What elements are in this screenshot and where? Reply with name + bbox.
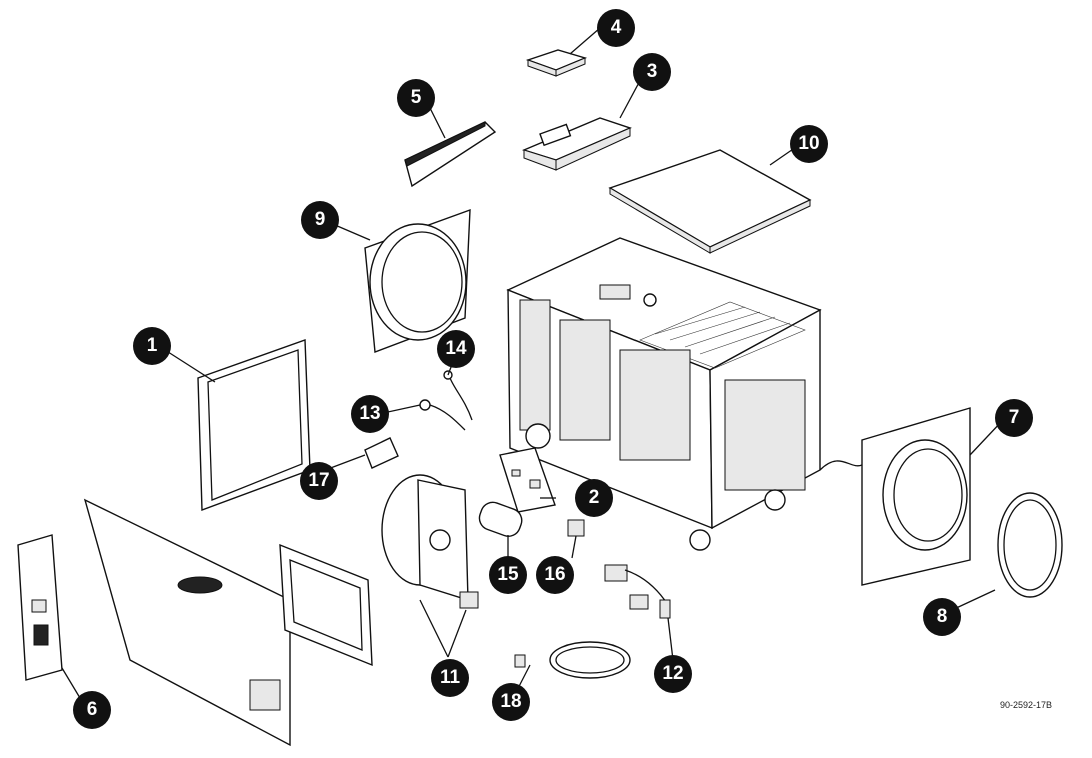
- callout-11: 11: [431, 659, 469, 697]
- part-relay: [567, 519, 585, 537]
- part-sensors: [419, 370, 473, 431]
- callout-4: 4: [597, 9, 635, 47]
- callout-15: 15: [489, 556, 527, 594]
- callout-9: 9: [301, 201, 339, 239]
- part-filter: [197, 339, 311, 511]
- part-main-cabinet: [506, 237, 822, 551]
- callout-1: 1: [133, 327, 171, 365]
- callout-8: 8: [923, 598, 961, 636]
- part-ring: [997, 492, 1063, 598]
- callout-5: 5: [397, 79, 435, 117]
- callout-18: 18: [492, 683, 530, 721]
- part-front-panel: [83, 498, 373, 747]
- part-filter-frame: [404, 121, 497, 188]
- part-small-cover: [525, 49, 588, 77]
- callout-10: 10: [790, 125, 828, 163]
- callout-14: 14: [437, 330, 475, 368]
- part-rear-collar: [819, 407, 971, 586]
- callout-16: 16: [536, 556, 574, 594]
- callout-12: 12: [654, 655, 692, 693]
- part-circuit-board: [499, 447, 556, 513]
- part-capacitor: [478, 501, 523, 537]
- part-top-cover: [608, 149, 812, 254]
- callout-7: 7: [995, 399, 1033, 437]
- part-drain-hose: [514, 641, 631, 679]
- callout-6: 6: [73, 691, 111, 729]
- part-bracket: [364, 437, 399, 469]
- document-id: 90-2592-17B: [1000, 700, 1053, 710]
- callout-13: 13: [351, 395, 389, 433]
- callout-17: 17: [300, 462, 338, 500]
- part-duct-collar: [364, 208, 471, 353]
- part-control-housing: [521, 117, 632, 171]
- part-control-panel: [17, 534, 63, 681]
- part-wiring: [604, 564, 671, 619]
- callout-3: 3: [633, 53, 671, 91]
- part-blower: [381, 474, 479, 609]
- callout-2: 2: [575, 479, 613, 517]
